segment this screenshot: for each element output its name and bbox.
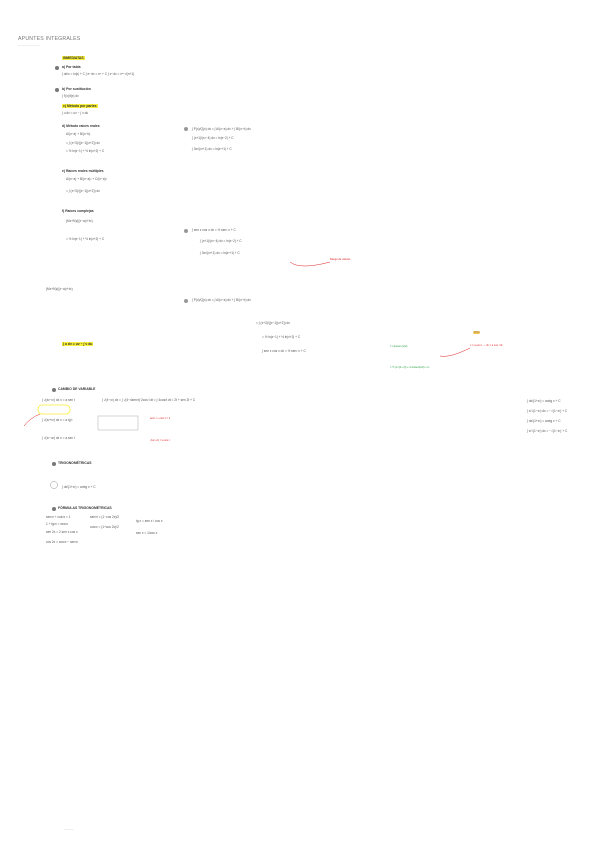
sub-a: a) Por tabla	[62, 65, 81, 69]
section-immediate: INMEDIATAS	[62, 56, 85, 60]
section-racionales2: e) Raíces reales múltiples	[62, 169, 104, 173]
formula-comp: (Mx+N)/((x−a)²+b²)	[66, 219, 93, 223]
section-trig: TRIGONOMÉTRICAS	[58, 461, 92, 465]
annotation-red2: x = a sen t → dx = a cos t dt	[470, 344, 503, 347]
formula-trig1c: ∫ dx/(1+x²) = arctg x + C	[62, 485, 96, 489]
identity-1: sen²x + cos²x = 1	[46, 515, 71, 519]
identity-2: 1 + tg²x = sec²x	[46, 522, 68, 526]
formula-trig2: ∫ x/√(1−x²) dx = −√(1−x²) + C	[527, 409, 568, 413]
section-identidades: FÓRMULAS TRIGONOMÉTRICAS	[58, 506, 112, 510]
identity-4: cos 2x = cos²x − sen²x	[46, 540, 78, 544]
formula-right1b: ∫ P(x)/Q(x) dx = ∫ A/(x−a) dx + ∫ B/(x−b…	[192, 298, 251, 302]
formula-right3: ∫ 3x²/(x³+1) dx = ln|x³+1| + C	[192, 147, 232, 151]
identity-5: sen²x = (1−cos 2x)/2	[90, 515, 120, 519]
formula-comp2: (Mx+N)/((x−a)²+b²)	[46, 287, 73, 291]
formula-right2b: ∫ (x+1)/(x²−4) dx = ln|x−2| + C	[200, 239, 242, 243]
formula-right1: ∫ P(x)/Q(x) dx = ∫ A/(x−a) dx + ∫ B/(x−b…	[192, 127, 251, 131]
document-title: APUNTES INTEGRALES	[18, 36, 81, 42]
identity-7: tg x = sen x / cos x	[136, 519, 163, 523]
bullet-icon	[55, 88, 59, 92]
formula-right2: ∫ (x+1)/(x²−4) dx = ln|x−2| + C	[192, 136, 234, 140]
formula-mid1: = ∫ (x+3)/((x−1)(x+2)) dx	[66, 141, 100, 145]
formula-ab: A/(x−a) + B/(x−b)	[66, 132, 91, 136]
formula-mult: A/(x−a) + B/(x−a)² + C/(x−a)³	[66, 177, 107, 181]
formula-top: ∫ dx/x = ln|x| + C ∫ eˣ dx = eˣ + C ∫ xⁿ…	[62, 72, 135, 76]
formula-right4: ∫ sen x cos x dx = ½ sen² x + C	[192, 228, 236, 232]
sub-c: c) Método por partes	[62, 104, 98, 108]
identity-6: cos²x = (1+cos 2x)/2	[90, 525, 119, 529]
formula-mid2c: = ½ ln|x−1| + ½ ln|x+2| + C	[262, 335, 301, 339]
bullet-icon	[184, 229, 188, 233]
bullet-icon	[52, 462, 56, 466]
identity-8: sec x = 1/cos x	[136, 531, 158, 535]
annotation-orange: OJO	[473, 331, 481, 334]
formula-cv-long: ∫ √(4−x²) dx = ∫ √(4−4sen²t)·2cos t dt =…	[102, 398, 196, 402]
formula-partes: ∫ u dv = uv − ∫ v du	[62, 111, 89, 115]
sub-b: b) Por sustitución	[62, 87, 91, 91]
formula-frac: ∫ f'(x)/f(x) dx	[62, 94, 79, 98]
bullet-icon	[184, 299, 188, 303]
formula-trig1b: ∫ dx/(1+x²) = arctg x + C	[527, 419, 561, 423]
formula-partes2: ∫ u dv = uv − ∫ v du	[62, 342, 94, 346]
formula-trig1: ∫ dx/(1+x²) = arctg x + C	[527, 399, 561, 403]
annotation-green1: = ½ (x√(4−x²)) + 2 arcsen(x/2) + C	[390, 366, 430, 369]
formula-cv3: ∫ √(x²−a²) dx x = a sec t	[42, 436, 75, 440]
section-racionales: d) Método raíces reales	[62, 124, 100, 128]
formula-mid1c: = ∫ (x+3)/((x−1)(x+2)) dx	[256, 321, 290, 325]
formula-mid1b: = ∫ (x+3)/((x−1)(x+2)) dx	[66, 189, 100, 193]
formula-trig2b: ∫ x/√(1−x²) dx = −√(1−x²) + C	[527, 429, 568, 433]
bullet-icon	[184, 127, 188, 131]
annotation-green2: t = arcsen (x/2)	[390, 345, 408, 348]
bullet-icon	[52, 388, 56, 392]
formula-mid2: = ½ ln|x−1| + ½ ln|x+2| + C	[66, 149, 105, 153]
bullet-icon	[55, 66, 59, 70]
formula-right3b: ∫ 3x²/(x³+1) dx = ln|x³+1| + C	[200, 251, 240, 255]
section-racionales3: f) Raíces complejas	[62, 209, 94, 213]
annotation-red1: Rango de valores	[330, 258, 351, 261]
document-subtitle: — — — — — —	[18, 43, 41, 47]
annotation-red3: sen² t + cos² t = 1	[150, 417, 171, 420]
annotation-red4: √(a²−x²) = a cos t	[150, 439, 170, 442]
section-cambio-variable: CAMBIO DE VARIABLE	[58, 387, 96, 391]
identity-3: sen 2x = 2 sen x cos x	[46, 530, 78, 534]
formula-cv2: ∫ √(a²+x²) dx x = a tg t	[42, 418, 73, 422]
bullet-icon	[52, 507, 56, 511]
formula-cv1: ∫ √(a²−x²) dx x = a sen t	[42, 398, 75, 402]
formula-mid2b: = ½ ln|x−1| + ½ ln|x+2| + C	[66, 237, 105, 241]
document-footer: — — —	[64, 828, 74, 831]
formula-right4b: ∫ sen x cos x dx = ½ sen² x + C	[262, 349, 306, 353]
